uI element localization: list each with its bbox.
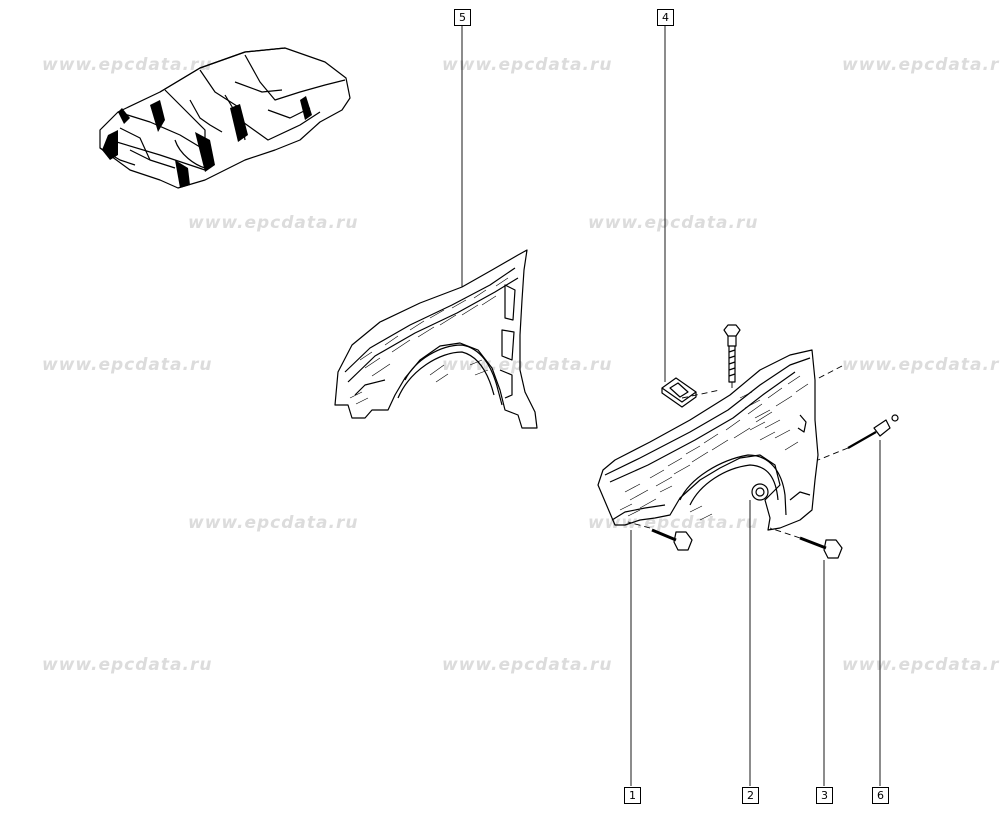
watermark: www.epcdata.ru (842, 55, 1000, 75)
fender-assembly (597, 349, 819, 531)
watermark: www.epcdata.ru (588, 213, 759, 233)
callout-6: 6 (872, 787, 889, 804)
watermark: www.epcdata.ru (442, 655, 613, 675)
callout-4: 4 (657, 9, 674, 26)
watermark: www.epcdata.ru (442, 55, 613, 75)
watermark: www.epcdata.ru (42, 355, 213, 375)
bolt-3 (799, 536, 843, 559)
clip-nut-4 (661, 377, 697, 408)
callout-5: 5 (454, 9, 471, 26)
watermark: www.epcdata.ru (588, 513, 759, 533)
assembly-lines (627, 365, 849, 539)
bolt-1 (651, 528, 693, 551)
leader-lines (461, 25, 881, 786)
callout-2: 2 (742, 787, 759, 804)
callout-3: 3 (816, 787, 833, 804)
screw-6 (847, 414, 899, 449)
callout-1: 1 (624, 787, 641, 804)
nut-2 (751, 483, 769, 501)
watermark: www.epcdata.ru (42, 55, 213, 75)
watermark: www.epcdata.ru (188, 513, 359, 533)
car-body-illustration (99, 47, 351, 189)
watermark: www.epcdata.ru (842, 355, 1000, 375)
watermark: www.epcdata.ru (188, 213, 359, 233)
bolt-top (723, 324, 741, 383)
watermark: www.epcdata.ru (42, 655, 213, 675)
watermark: www.epcdata.ru (842, 655, 1000, 675)
fender-panel-5 (334, 249, 538, 429)
fender-5-hatching (349, 277, 509, 405)
fender-assembly-hatching (619, 375, 809, 521)
car-body-shading (102, 96, 312, 188)
